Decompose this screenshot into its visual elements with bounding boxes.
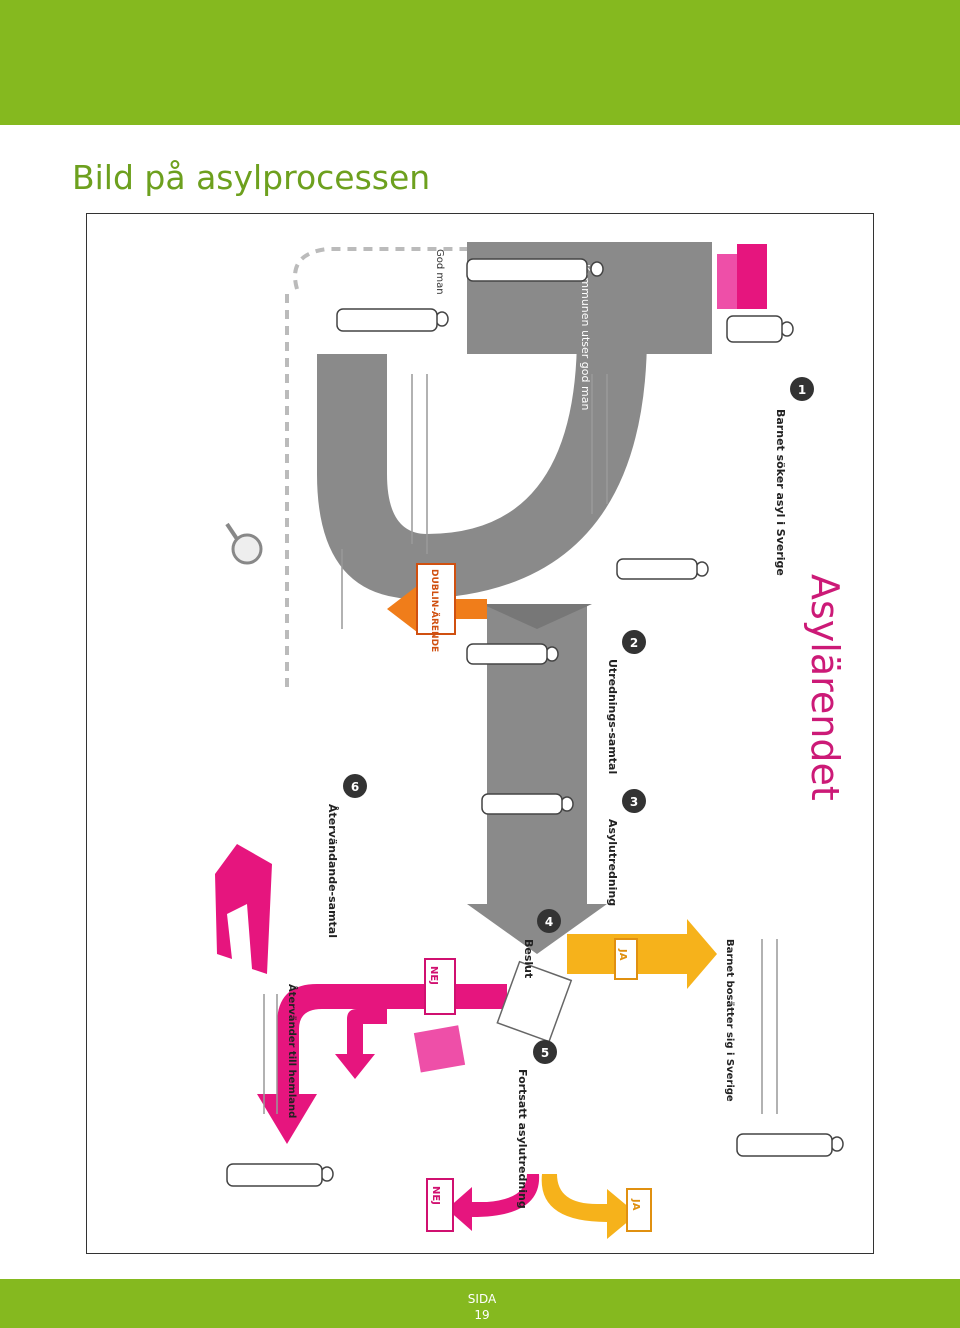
yes-stamp-lower-text: JA [630, 1198, 641, 1211]
asylum-process-figure: Kommunen utser god man DUBLIN-ÄRENDE JA … [86, 213, 874, 1254]
yes-stamp-lower [626, 1188, 652, 1232]
yes-stamp-upper-text: JA [617, 948, 628, 961]
stage-label-2: Utrednings-samtal [606, 659, 619, 774]
no-stamp-upper [424, 958, 456, 1015]
dublin-stamp-text: DUBLIN-ÄRENDE [429, 569, 440, 652]
gray-curve-arrow [317, 334, 647, 599]
person-figure [545, 646, 559, 662]
stage-badge-6: 6 [343, 774, 367, 798]
stage-number: 1 [798, 383, 806, 397]
person-figure [830, 1136, 844, 1152]
person-figure [560, 796, 574, 812]
guardian-box-text: Kommunen utser god man [579, 264, 592, 410]
stage-number: 3 [630, 795, 638, 809]
person-figure [590, 261, 604, 277]
gray-mid-arrowhead [482, 604, 592, 629]
stage-label-6: Återvändande-samtal [326, 804, 339, 938]
no-stamp-lower [426, 1178, 454, 1232]
book-icon [413, 1025, 466, 1073]
magnifier-handle [225, 522, 239, 541]
footer-label: SIDA [467, 1292, 497, 1306]
no-arrow-lower [447, 1174, 540, 1231]
gray-main-arrowhead [467, 904, 607, 954]
people-figures [226, 258, 844, 1187]
stage-label-1: Barnet söker asyl i Sverige [774, 409, 787, 576]
person-figure [736, 1133, 833, 1157]
person-figure [435, 311, 449, 327]
stage-label-5: Fortsatt asylutredning [516, 1069, 529, 1209]
stage-badge-4: 4 [537, 909, 561, 933]
magnifier-icon [231, 533, 263, 565]
person-figure [466, 258, 588, 282]
dashed-loop-path [293, 247, 707, 290]
diagram-heading: Asylärendet [803, 574, 847, 801]
header-band [0, 0, 960, 125]
footer-band [0, 1279, 960, 1328]
body-text-lines [263, 374, 778, 1114]
yes-stamp-upper [614, 938, 638, 980]
person-figure [780, 321, 794, 337]
stage-label-4: Beslut [522, 939, 535, 978]
decision-document [496, 960, 573, 1043]
stage-number: 5 [541, 1046, 549, 1060]
person-figure [466, 643, 548, 665]
asylum-process-diagram: Kommunen utser god man DUBLIN-ÄRENDE JA … [215, 242, 847, 1239]
page-title: Bild på asylprocessen [72, 158, 431, 197]
stays-note: Barnet bosätter sig i Sverige [724, 939, 735, 1102]
dublin-stamp [416, 563, 456, 635]
stage-badge-3: 3 [622, 789, 646, 813]
person-figure [481, 793, 563, 815]
no-stamp-upper-text: NEJ [428, 966, 439, 985]
person-figure [726, 315, 783, 343]
person-figure [320, 1166, 334, 1182]
stage-badge-1: 1 [790, 377, 814, 401]
person-figure [695, 561, 709, 577]
no-stamp-lower-text: NEJ [430, 1186, 441, 1205]
stage-number: 2 [630, 636, 638, 650]
no-arrow [257, 984, 507, 1144]
stage-badge-2: 2 [622, 630, 646, 654]
page-number: 19 [474, 1308, 490, 1322]
returns-note: Återvänder till hemland [286, 984, 299, 1118]
yes-arrow-upper [567, 919, 717, 989]
god-man-note: God man [434, 249, 445, 295]
person-figure [336, 308, 438, 332]
stage-number: 6 [351, 780, 359, 794]
page-footer: SIDA 19 [462, 1291, 502, 1323]
person-figure [616, 558, 698, 580]
stage-number: 4 [545, 915, 553, 929]
stage-label-3: Asylutredning [606, 819, 619, 906]
yes-arrow-lower [541, 1174, 637, 1239]
airplane-icon [215, 844, 272, 974]
building-icon-tall [737, 244, 767, 309]
person-figure [226, 1163, 323, 1187]
stage-badge-5: 5 [533, 1040, 557, 1064]
no-arrow-branch [335, 1009, 387, 1079]
